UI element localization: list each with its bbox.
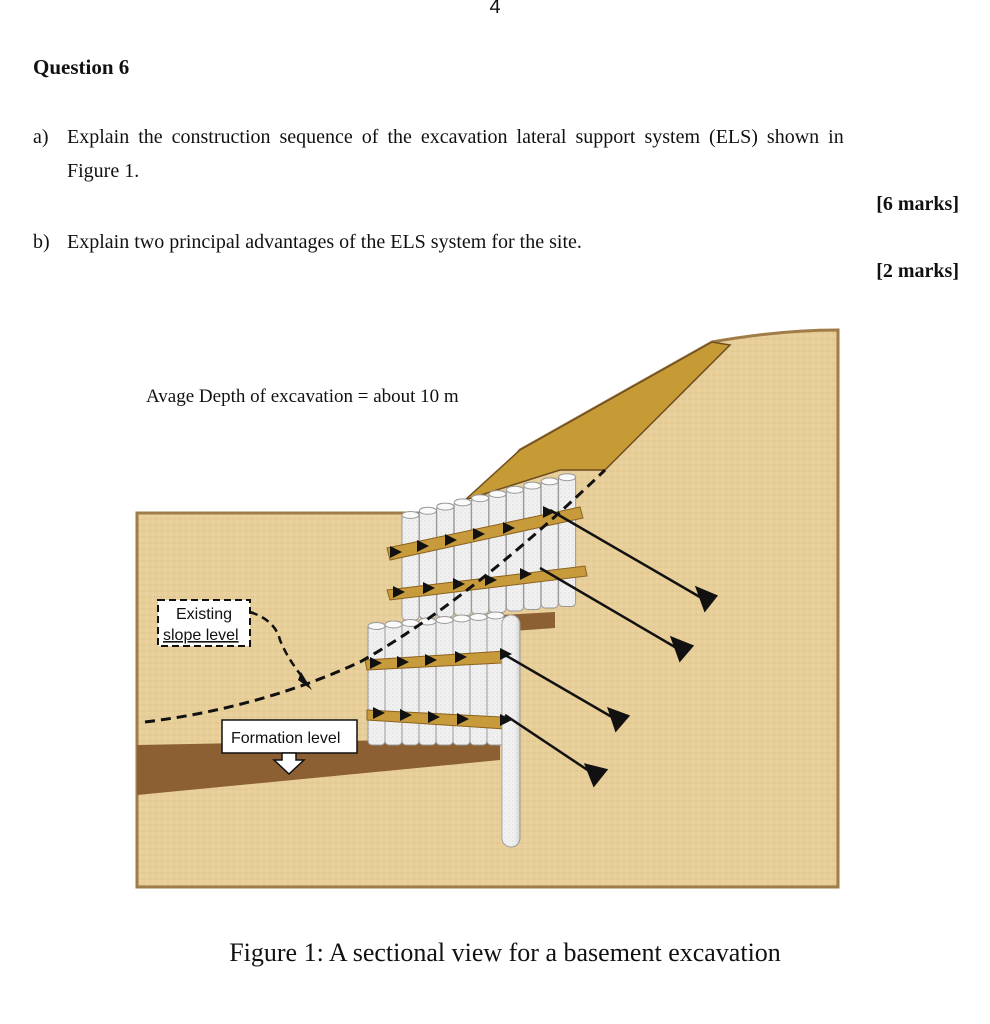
upper-pile-cap [453,498,472,507]
existing-slope-label-1: Existing [176,606,232,623]
anchor-head [520,568,532,580]
part-a-label: a) [33,126,49,148]
upper-pile-cap [471,494,490,503]
upper-pile-cap [523,481,542,490]
anchor-head [543,506,555,518]
formation-level-callout: Formation level [221,719,358,776]
lower-pile [401,619,420,746]
upper-pile [505,486,524,612]
anchor-head [373,707,385,719]
ground-anchors [504,508,718,788]
anchor-head [500,648,512,660]
upper-pile [418,507,437,619]
part-a-marks: [6 marks] [876,193,959,215]
upper-pile [540,477,559,609]
anchor-head [390,546,402,558]
anchor-head [503,522,515,534]
deep-pile [501,614,521,848]
anchor-head [428,711,440,723]
question-part-b: b) Explain two principal advantages of th… [33,225,582,259]
upper-pile [436,503,455,618]
lower-pile-cap [435,616,454,624]
anchor-head [500,714,512,726]
upper-pile-cap [436,502,455,511]
part-b-marks: [2 marks] [876,260,959,282]
down-arrow-icon [272,752,306,776]
lower-pile [418,618,437,746]
anchor-head [417,540,429,552]
existing-slope-callout: Existing slope level [157,599,312,690]
upper-pile-cap [540,477,559,486]
lower-pile-cap [486,611,505,620]
cut-slope-face [464,341,732,501]
formation-level-label: Formation level [231,730,340,747]
question-part-a: a) Explain the construction sequence of t… [33,120,960,188]
upper-pile-cap [505,485,524,494]
anchor-head [393,586,405,598]
existing-slope-label-2: slope level [163,627,239,644]
anchor-head [457,713,469,725]
anchor-heads [370,506,555,726]
els-section-figure: Avage Depth of excavation = about 10 m E… [135,328,840,889]
upper-pile-cap [418,506,437,515]
lower-pile-cap [469,613,488,621]
figure-caption: Figure 1: A sectional view for a basemen… [229,938,781,967]
anchor-head [485,574,497,586]
depth-label: Avage Depth of excavation = about 10 m [146,386,459,407]
anchor-head [370,657,382,669]
anchor-head [453,578,465,590]
lower-pile [367,622,386,746]
anchor-head [455,651,467,663]
upper-pile [401,511,420,621]
page-number: 4 [489,0,501,18]
part-b-text: Explain two principal advantages of the … [67,231,582,253]
existing-slope-line [144,468,607,724]
upper-pile [523,482,542,611]
upper-pile-cap [401,511,420,519]
lower-pile-cap [452,614,471,623]
part-a-text-line2: Figure 1. [67,160,140,182]
question-title: Question 6 [33,55,130,79]
part-a-text-line1: Explain the construction sequence of the… [67,126,844,148]
arrow-head-icon [298,672,312,690]
lower-pile [384,621,403,746]
anchor-head [445,534,457,546]
anchor-head [473,528,485,540]
upper-pile-cap [488,490,507,498]
lower-pile-cap [384,620,403,629]
part-b-label: b) [33,231,50,253]
upper-pile [488,490,507,613]
anchor-head [425,654,437,666]
lower-pile-cap [367,622,386,630]
upper-pile-cap [558,473,577,482]
anchor-head [400,709,412,721]
upper-pile [471,494,490,615]
anchor-head [397,656,409,668]
anchor-head [423,582,435,594]
